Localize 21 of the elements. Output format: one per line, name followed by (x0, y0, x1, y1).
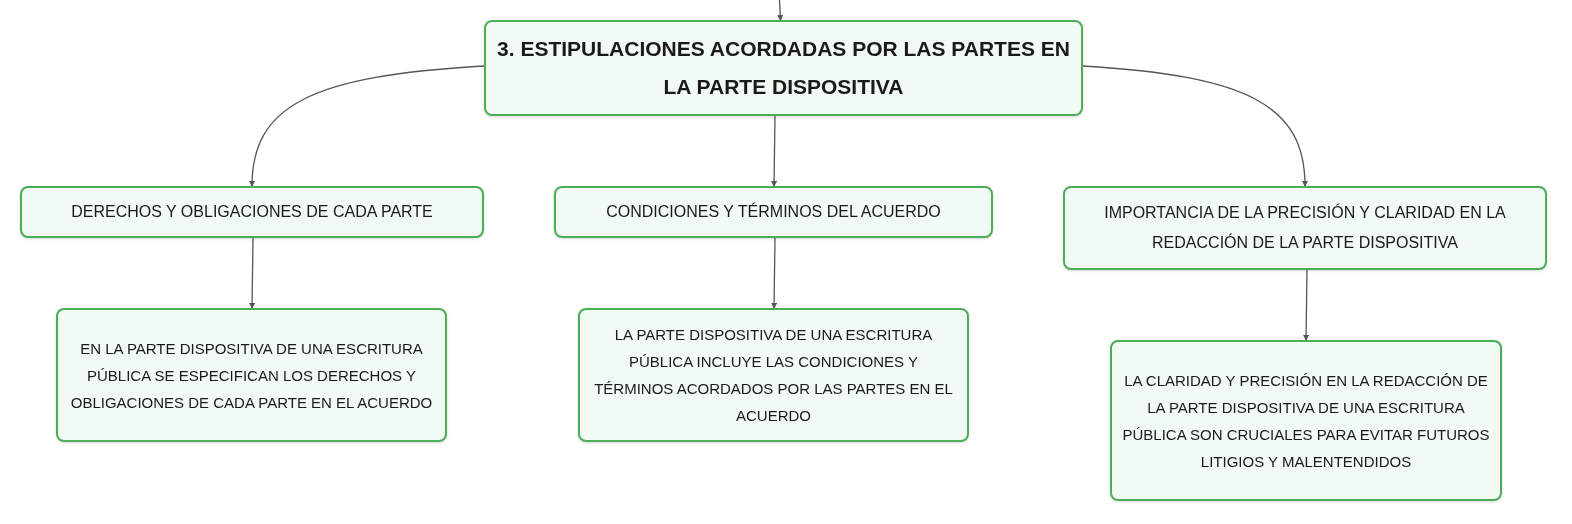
connector-arrow (1303, 269, 1310, 341)
detail-box (1110, 340, 1502, 501)
node-text: DERECHOS Y OBLIGACIONES DE CADA PARTE (71, 202, 433, 222)
topic-box (1063, 186, 1547, 270)
connector-arrow (771, 237, 778, 309)
node-text: 3. ESTIPULACIONES ACORDADAS POR LAS PARTES EN LA PARTE DISPOSITIVA (496, 36, 1071, 100)
node-text: LA CLARIDAD Y PRECISIÓN EN LA REDACCIÓN DE LA PARTE DISPOSITIVA DE UNA ESCRITURA PÚBLICA SON CRUCIALES PARA EVITAR FUTUROS LITIGIOS Y MALENTENDIDOS (1121, 370, 1491, 472)
connector-arrow (771, 115, 778, 187)
topic-box (554, 186, 993, 238)
connector-arrow (777, 0, 784, 21)
node-text: CONDICIONES Y TÉRMINOS DEL ACUERDO (606, 201, 941, 222)
node-text: EN LA PARTE DISPOSITIVA DE UNA ESCRITURA PÚBLICA SE ESPECIFICAN LOS DERECHOS Y OBLIGACIONES DE CADA PARTE EN EL ACUERDO (69, 338, 434, 413)
node-text: LA PARTE DISPOSITIVA DE UNA ESCRITURA PÚBLICA INCLUYE LAS CONDICIONES Y TÉRMINOS ACORDADOS POR LAS PARTES EN EL ACUERDO (593, 325, 954, 426)
node-text: IMPORTANCIA DE LA PRECISIÓN Y CLARIDAD EN LA REDACCIÓN DE LA PARTE DISPOSITIVA (1103, 202, 1507, 253)
connector-arrow (1082, 65, 1308, 187)
connector-arrow (249, 237, 256, 309)
detail-box (56, 308, 447, 442)
central-topic-box (484, 20, 1083, 116)
connector-arrow (249, 65, 485, 187)
topic-box (20, 186, 484, 238)
detail-box (578, 308, 969, 442)
